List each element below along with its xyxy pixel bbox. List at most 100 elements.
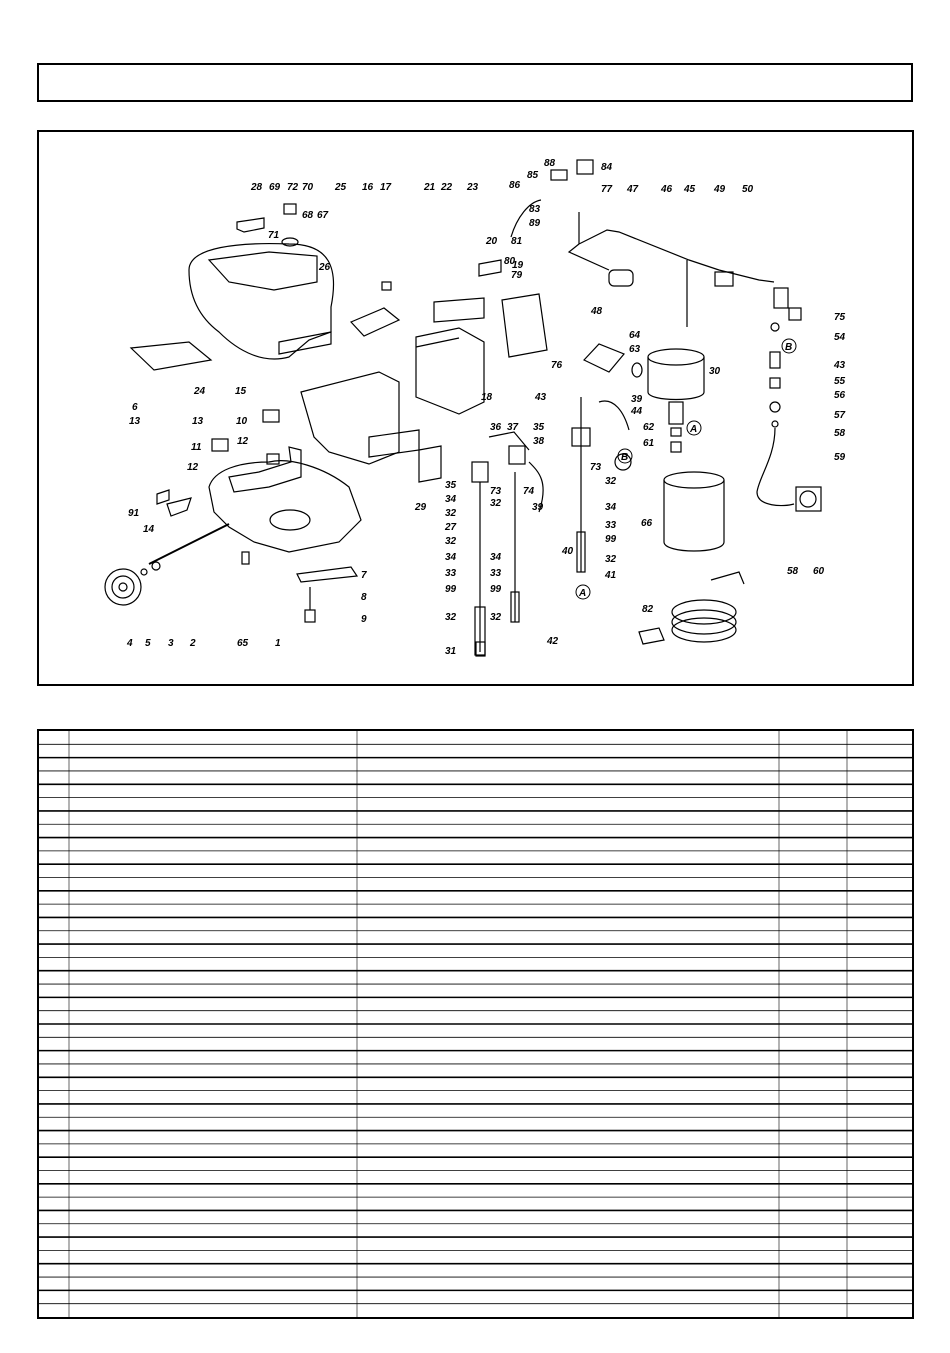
- part-number-label: 36: [490, 422, 502, 433]
- callout-label: A: [689, 424, 697, 435]
- part-number-label: 55: [834, 376, 846, 387]
- part-number-label: 69: [269, 182, 281, 193]
- bolt: [241, 551, 250, 565]
- filter-plate: [418, 445, 442, 483]
- part-number-label: 73: [490, 486, 502, 497]
- part-number-label: 32: [490, 612, 502, 623]
- part-number-label: 56: [834, 390, 846, 401]
- part-number-label: 39: [631, 394, 643, 405]
- part-number-label: 99: [605, 534, 617, 545]
- part-number-label: 13: [129, 416, 141, 427]
- part-number-label: 26: [318, 262, 331, 273]
- part-number-label: 3: [168, 638, 174, 649]
- grommet: [381, 281, 392, 291]
- washer: [281, 237, 299, 247]
- part-number-label: 54: [834, 332, 846, 343]
- tube: [510, 591, 520, 623]
- part-number-label: 82: [642, 604, 654, 615]
- part-number-label: 18: [481, 392, 493, 403]
- frame: [300, 371, 400, 465]
- part-number-label: 11: [191, 442, 202, 453]
- part-number-label: 49: [713, 184, 726, 195]
- valve-block: [471, 461, 489, 483]
- callout-label: B: [785, 342, 792, 353]
- connector: [576, 159, 594, 175]
- cap-knob: [211, 438, 229, 452]
- title-box: [37, 63, 913, 102]
- part-number-label: 74: [523, 486, 535, 497]
- tube: [576, 531, 586, 573]
- part-number-label: 88: [544, 158, 556, 169]
- hood-cover: [188, 243, 335, 360]
- manifold-line: [578, 229, 775, 283]
- part-number-label: 15: [235, 386, 247, 397]
- cylinder-body: [663, 480, 725, 552]
- part-number-label: 21: [423, 182, 436, 193]
- small-bracket: [478, 259, 502, 277]
- part-number-label: 77: [601, 184, 613, 195]
- part-number-label: 63: [629, 344, 641, 355]
- heating-element: [668, 401, 684, 425]
- part-number-label: 16: [362, 182, 374, 193]
- part-number-label: 1: [275, 638, 281, 649]
- callout-circle: [617, 448, 633, 464]
- diagram-canvas: 2869727025161721222388848586774746454950…: [104, 158, 846, 657]
- part-number-label: 4: [126, 638, 133, 649]
- part-number-label: 34: [445, 552, 457, 563]
- part-number-label: 66: [641, 518, 653, 529]
- part-number-label: 62: [643, 422, 655, 433]
- part-number-label: 89: [529, 218, 541, 229]
- bracket: [166, 497, 192, 517]
- part-number-label: 85: [527, 170, 539, 181]
- hose-connector: [638, 627, 665, 645]
- part-number-label: 99: [445, 584, 457, 595]
- part-number-label: 32: [445, 612, 457, 623]
- part-number-label: 99: [490, 584, 502, 595]
- hood-top-panel: [207, 251, 318, 291]
- part-number-label: 35: [445, 480, 457, 491]
- parts-table-grid: [39, 731, 912, 1317]
- mounting-plate: [296, 566, 359, 583]
- tee-fitting: [714, 271, 734, 287]
- part-number-label: 6: [132, 402, 138, 413]
- wheel-hub: [111, 575, 135, 599]
- bushing: [670, 427, 682, 437]
- part-number-label: 76: [551, 360, 563, 371]
- part-number-label: 41: [604, 570, 617, 581]
- gauge: [799, 490, 817, 508]
- part-number-label: 30: [709, 366, 721, 377]
- part-number-label: 28: [250, 182, 263, 193]
- circuit-board: [501, 293, 548, 358]
- part-number-label: 8: [361, 592, 367, 603]
- tank-body: [208, 460, 362, 553]
- plate: [129, 341, 213, 371]
- hose-line: [488, 431, 530, 451]
- filter-cartridge: [608, 269, 634, 287]
- part-number-label: 35: [533, 422, 545, 433]
- part-number-label: 64: [629, 330, 641, 341]
- part-number-label: 72: [287, 182, 299, 193]
- hose-coil: [614, 453, 632, 471]
- part-number-label: 65: [237, 638, 249, 649]
- inlet-hose: [510, 199, 542, 238]
- part-number-label: 33: [605, 520, 617, 531]
- castor-wheel: [304, 609, 316, 623]
- part-number-label: 32: [605, 476, 617, 487]
- parts-list-table: [37, 729, 914, 1319]
- callout-layer: [575, 338, 797, 600]
- washer: [771, 420, 779, 428]
- part-number-label: 80: [504, 256, 516, 267]
- part-number-label: 45: [683, 184, 696, 195]
- part-number-label: 12: [187, 462, 199, 473]
- part-number-label: 32: [445, 508, 457, 519]
- callout-circle: [686, 420, 702, 436]
- part-number-label: 60: [813, 566, 825, 577]
- part-number-label: 40: [561, 546, 574, 557]
- part-number-label: 19: [512, 260, 524, 271]
- part-number-label: 34: [490, 552, 502, 563]
- steam-valve: [583, 343, 625, 373]
- part-number-label: 42: [546, 636, 559, 647]
- cap-knob: [262, 409, 280, 423]
